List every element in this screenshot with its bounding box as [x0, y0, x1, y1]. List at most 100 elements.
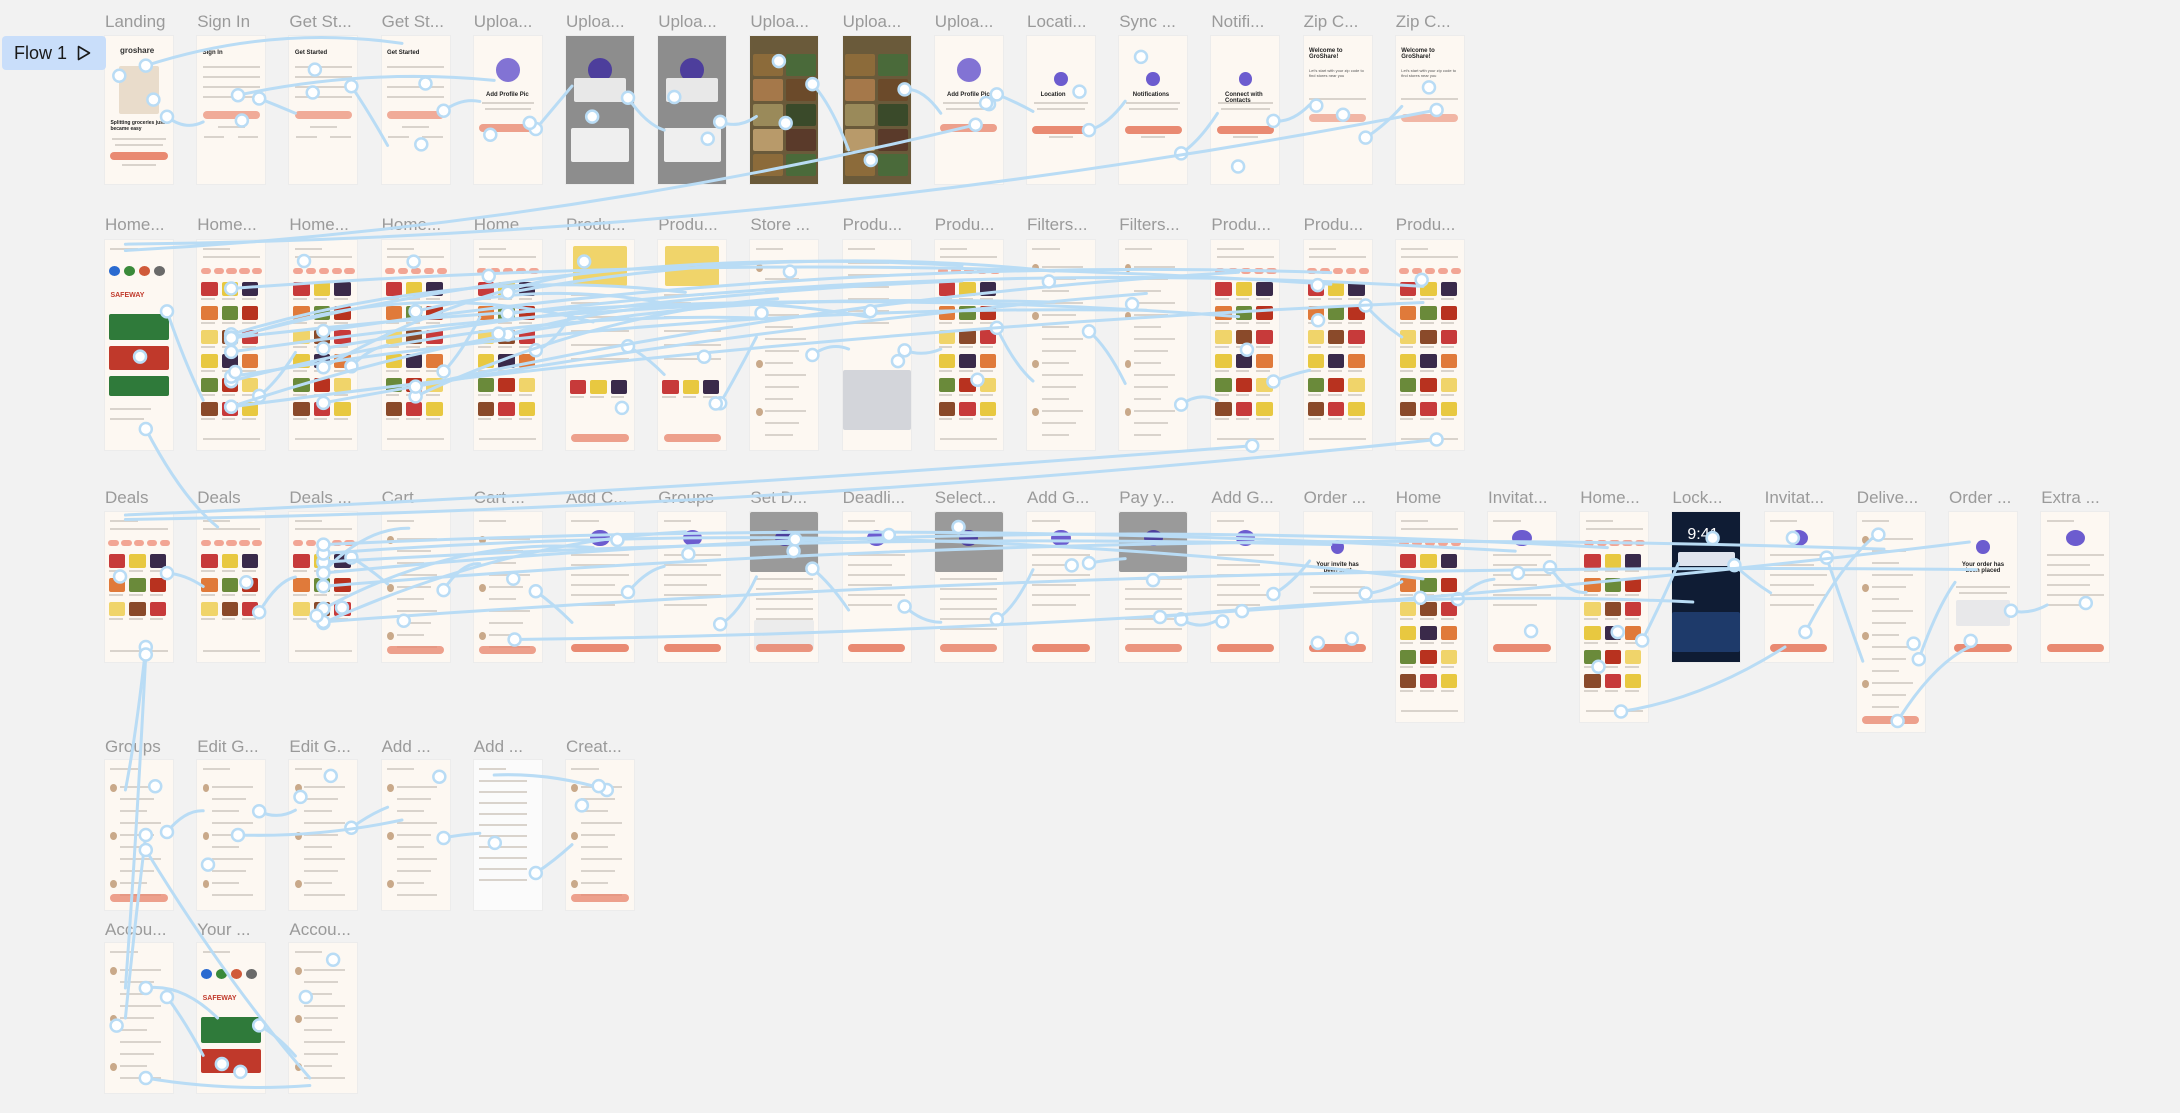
- product-thumbnail[interactable]: [610, 380, 628, 394]
- product-thumbnail[interactable]: [406, 330, 423, 344]
- frame-title-upload-3[interactable]: Uploa...: [658, 12, 717, 31]
- product-thumbnail[interactable]: [201, 578, 218, 592]
- product-thumbnail[interactable]: [1328, 330, 1345, 344]
- product-thumbnail[interactable]: [201, 602, 218, 616]
- category-chip[interactable]: [1437, 268, 1449, 274]
- store-banner[interactable]: [201, 1017, 262, 1043]
- product-thumbnail[interactable]: [1215, 354, 1232, 368]
- product-thumbnail[interactable]: [518, 378, 535, 392]
- category-chip[interactable]: [503, 268, 514, 274]
- photo-thumbnail[interactable]: [845, 79, 876, 101]
- frame-title-store[interactable]: Store ...: [750, 215, 810, 234]
- product-thumbnail[interactable]: [109, 554, 126, 568]
- product-thumbnail[interactable]: [1625, 602, 1642, 616]
- category-chip[interactable]: [410, 268, 422, 274]
- primary-button[interactable]: [940, 124, 998, 132]
- product-thumbnail[interactable]: [201, 354, 218, 368]
- frame-edit-g-1[interactable]: [197, 760, 266, 910]
- product-thumbnail[interactable]: [1604, 674, 1621, 688]
- product-thumbnail[interactable]: [1215, 306, 1232, 320]
- frame-title-deadline[interactable]: Deadli...: [842, 488, 905, 507]
- product-thumbnail[interactable]: [1440, 282, 1457, 296]
- product-thumbnail[interactable]: [1440, 402, 1457, 416]
- keyboard[interactable]: [842, 370, 911, 430]
- product-thumbnail[interactable]: [334, 282, 351, 296]
- category-chip[interactable]: [384, 268, 396, 274]
- frame-title-home-3[interactable]: Home...: [289, 215, 349, 234]
- product-thumbnail[interactable]: [477, 306, 495, 320]
- product-thumbnail[interactable]: [242, 282, 259, 296]
- product-thumbnail[interactable]: [406, 354, 423, 368]
- frame-groups-2[interactable]: [105, 760, 173, 910]
- product-thumbnail[interactable]: [1307, 282, 1324, 296]
- frame-create[interactable]: [566, 760, 634, 910]
- product-thumbnail[interactable]: [938, 378, 956, 392]
- product-thumbnail[interactable]: [221, 282, 238, 296]
- primary-button[interactable]: [571, 434, 629, 442]
- product-thumbnail[interactable]: [518, 354, 535, 368]
- frame-title-product-6[interactable]: Produ...: [1303, 215, 1364, 234]
- product-thumbnail[interactable]: [313, 330, 331, 344]
- product-thumbnail[interactable]: [1604, 650, 1621, 664]
- flow-start-button[interactable]: Flow 1: [2, 36, 106, 70]
- product-thumbnail[interactable]: [221, 378, 238, 392]
- product-thumbnail[interactable]: [242, 402, 259, 416]
- product-thumbnail[interactable]: [498, 402, 515, 416]
- frame-title-invite-1[interactable]: Invitat...: [1488, 488, 1548, 507]
- product-thumbnail[interactable]: [221, 578, 238, 592]
- photo-thumbnail[interactable]: [877, 129, 908, 151]
- frame-title-lock[interactable]: Lock...: [1672, 488, 1723, 507]
- primary-button[interactable]: [1216, 644, 1274, 652]
- product-thumbnail[interactable]: [1399, 330, 1417, 344]
- product-thumbnail[interactable]: [1307, 378, 1324, 392]
- product-thumbnail[interactable]: [518, 330, 535, 344]
- product-thumbnail[interactable]: [242, 578, 259, 592]
- product-thumbnail[interactable]: [313, 378, 331, 392]
- product-thumbnail[interactable]: [1256, 402, 1273, 416]
- product-thumbnail[interactable]: [1420, 626, 1437, 640]
- frame-zip-2[interactable]: Welcome to GroShare!Let's start with you…: [1395, 36, 1464, 184]
- frame-title-account-2[interactable]: Accou...: [289, 920, 351, 939]
- category-chip[interactable]: [1583, 540, 1594, 546]
- frame-notifications[interactable]: Connect with Contacts: [1211, 36, 1280, 184]
- photo-thumbnail[interactable]: [877, 104, 908, 126]
- category-chip[interactable]: [1450, 268, 1462, 274]
- product-thumbnail[interactable]: [293, 354, 310, 368]
- category-chip[interactable]: [213, 268, 224, 274]
- category-chip[interactable]: [1399, 540, 1410, 546]
- product-thumbnail[interactable]: [1328, 354, 1345, 368]
- product-thumbnail[interactable]: [498, 354, 515, 368]
- product-thumbnail[interactable]: [1348, 402, 1365, 416]
- photo-thumbnail[interactable]: [785, 129, 816, 151]
- product-thumbnail[interactable]: [703, 380, 720, 394]
- store-logo[interactable]: [201, 969, 213, 979]
- product-thumbnail[interactable]: [385, 330, 402, 344]
- frame-title-cart-2[interactable]: Cart ...: [473, 488, 525, 507]
- product-thumbnail[interactable]: [1348, 306, 1365, 320]
- product-thumbnail[interactable]: [938, 282, 956, 296]
- photo-thumbnail[interactable]: [753, 104, 784, 126]
- category-chip[interactable]: [108, 540, 119, 546]
- category-chip[interactable]: [1412, 268, 1423, 274]
- store-logo[interactable]: [124, 266, 135, 276]
- product-thumbnail[interactable]: [149, 602, 167, 616]
- frame-title-upload-1[interactable]: Uploa...: [473, 12, 533, 31]
- product-thumbnail[interactable]: [406, 282, 423, 296]
- frame-title-upload-6[interactable]: Uploa...: [934, 12, 994, 31]
- product-thumbnail[interactable]: [1420, 554, 1437, 568]
- store-banner-safeway[interactable]: SAFEWAY: [110, 292, 145, 299]
- frame-title-groups-2[interactable]: Groups: [105, 737, 161, 756]
- primary-button[interactable]: [1493, 644, 1551, 652]
- product-thumbnail[interactable]: [1328, 282, 1345, 296]
- category-chip[interactable]: [1240, 268, 1251, 274]
- product-thumbnail[interactable]: [334, 554, 351, 568]
- product-thumbnail[interactable]: [1440, 578, 1457, 592]
- product-thumbnail[interactable]: [1625, 554, 1642, 568]
- product-thumbnail[interactable]: [109, 578, 126, 592]
- product-thumbnail[interactable]: [477, 378, 495, 392]
- frame-title-deals-1[interactable]: Deals: [105, 488, 149, 507]
- product-thumbnail[interactable]: [1256, 306, 1273, 320]
- product-thumbnail[interactable]: [129, 602, 146, 616]
- product-thumbnail[interactable]: [1420, 354, 1437, 368]
- product-thumbnail[interactable]: [1440, 602, 1457, 616]
